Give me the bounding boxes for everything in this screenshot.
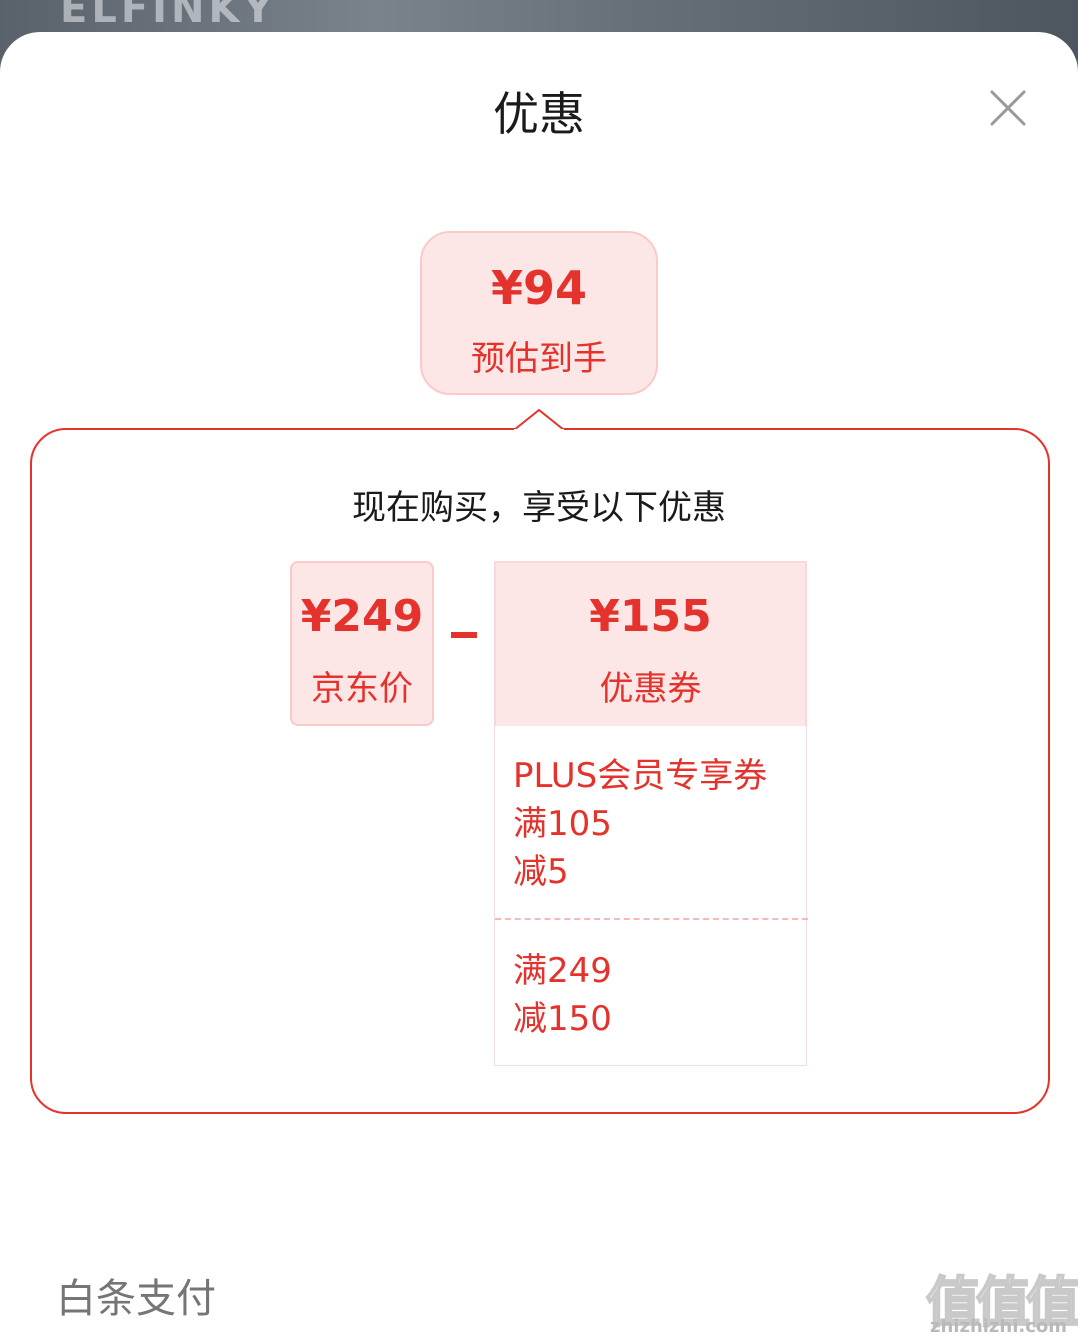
panel-pointer-notch — [514, 408, 564, 432]
coupon-total-card: ¥155 优惠券 — [494, 561, 807, 726]
coupon-discount: 减150 — [513, 999, 612, 1039]
coupon-list: PLUS会员专享券 满105 减5 满249 减150 — [494, 726, 808, 1066]
estimated-price-badge: ¥94 预估到手 — [420, 231, 658, 395]
watermark-url: zhizhizhi.com — [930, 1316, 1068, 1337]
minus-operator — [451, 632, 477, 638]
coupon-name: PLUS会员专享券 — [513, 756, 768, 796]
discount-heading: 现在购买，享受以下优惠 — [352, 488, 726, 528]
coupon-item: 满249 减150 — [513, 947, 803, 1043]
close-button[interactable] — [986, 86, 1030, 130]
baitiao-pay-label[interactable]: 白条支付 — [56, 1276, 216, 1322]
sheet-title: 优惠 — [493, 87, 585, 141]
background-image-text: ELFINKY — [60, 0, 277, 32]
jd-price-card: ¥249 京东价 — [290, 561, 434, 726]
watermark-logo: 值值值 — [925, 1270, 1078, 1335]
coupon-item: PLUS会员专享券 满105 减5 — [513, 752, 803, 896]
site-watermark: 值值值 zhizhizhi.com — [925, 1258, 1078, 1342]
coupon-threshold: 满249 — [513, 951, 612, 991]
coupon-total-label: 优惠券 — [599, 669, 702, 709]
coupon-divider — [495, 918, 808, 920]
estimated-price-value: ¥94 — [490, 261, 588, 315]
jd-price-amount: ¥249 — [300, 591, 424, 642]
close-icon — [990, 90, 1026, 126]
coupon-discount: 减5 — [513, 852, 569, 892]
coupon-total-amount: ¥155 — [589, 591, 712, 642]
jd-price-label: 京东价 — [311, 669, 413, 709]
estimated-price-label: 预估到手 — [471, 339, 607, 379]
coupon-threshold: 满105 — [513, 804, 612, 844]
